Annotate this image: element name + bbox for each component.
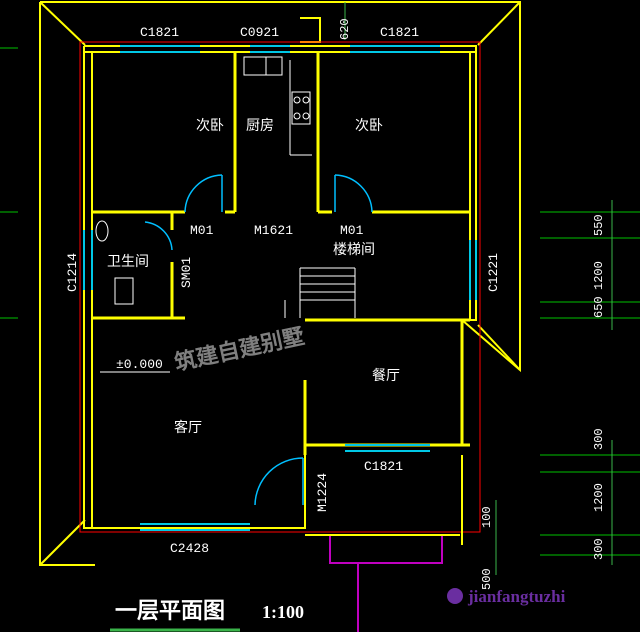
kitchen-fixtures	[243, 56, 312, 156]
window-label-top-middle: C0921	[240, 25, 279, 40]
door-label-kitchen: M1621	[254, 223, 293, 238]
window-label-top-left: C1821	[140, 25, 179, 40]
dimension-right-upper-1: 550	[592, 214, 606, 236]
window-label-top-right: C1821	[380, 25, 419, 40]
svg-text:筑建自建别墅: 筑建自建别墅	[172, 323, 307, 376]
door-label-bedroom-left: M01	[190, 223, 214, 238]
dimension-porch-bottom: 500	[480, 568, 494, 590]
svg-text:jianfangtuzhi: jianfangtuzhi	[467, 587, 566, 606]
door-label-bathroom: SM01	[179, 257, 194, 288]
window-label-right: C1221	[486, 253, 501, 292]
dimension-right-upper-2: 1200	[592, 261, 606, 290]
watermark-logo: 筑建自建别墅	[172, 323, 307, 376]
window-label-dining: C1821	[364, 459, 403, 474]
room-bedroom-left: 次卧	[196, 118, 224, 134]
dimension-porch-h: 100	[480, 506, 494, 528]
dimension-right-upper-3: 650	[592, 296, 606, 318]
level-marker: ±0.000	[116, 357, 163, 372]
room-stairwell: 楼梯间	[333, 242, 375, 258]
room-living: 客厅	[174, 419, 202, 436]
room-kitchen: 厨房	[246, 118, 274, 134]
bathroom-fixtures	[95, 220, 134, 305]
dimension-right-lower-3: 300	[592, 538, 606, 560]
door-label-bedroom-right: M01	[340, 223, 364, 238]
roof-outline	[39, 1, 521, 566]
window-label-left: C1214	[65, 253, 80, 292]
door-label-entrance: M1224	[315, 473, 330, 512]
drawing-title: 一层平面图	[115, 599, 225, 624]
exterior-walls	[79, 41, 481, 533]
dimension-right-lower-1: 300	[592, 428, 606, 450]
interior-walls	[92, 52, 470, 455]
dimension-lines	[0, 2, 640, 575]
room-bedroom-right: 次卧	[355, 118, 383, 134]
dimension-top-small: 620	[338, 18, 352, 40]
room-bathroom: 卫生间	[107, 254, 149, 270]
windows	[83, 45, 477, 531]
window-label-bottom: C2428	[170, 541, 209, 556]
room-dining: 餐厅	[372, 368, 400, 384]
watermark-url: jianfangtuzhi	[447, 587, 566, 606]
drawing-scale: 1:100	[262, 602, 304, 622]
porch	[305, 455, 463, 632]
door-swings	[144, 174, 373, 506]
staircase	[284, 267, 356, 318]
dimension-right-lower-2: 1200	[592, 483, 606, 512]
